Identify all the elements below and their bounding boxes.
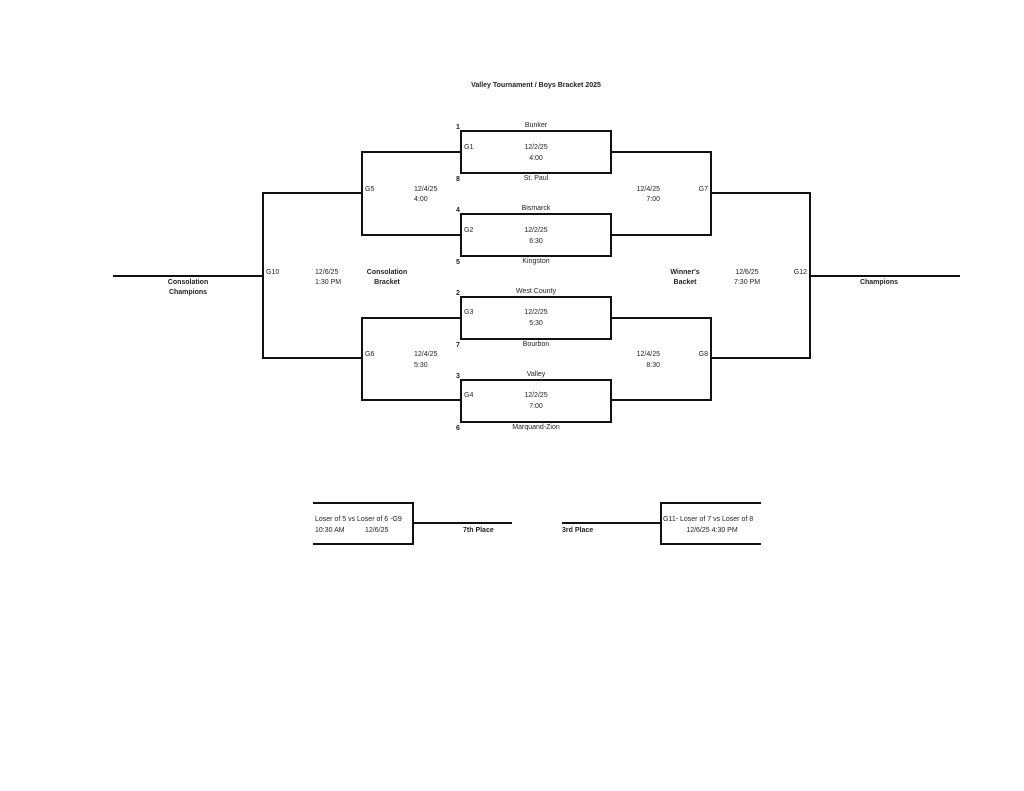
connector-g7 <box>611 151 712 236</box>
game-label-g2: G2 <box>464 227 474 234</box>
game-date-g7: 12/4/25 <box>636 186 660 193</box>
team-name: Marquand-Zion <box>512 424 560 431</box>
game-label-g8: G8 <box>698 351 708 358</box>
seed-number: 3 <box>456 373 460 380</box>
seventh-place-time: 10:30 AM <box>315 527 345 534</box>
third-place-matchup: G11- Loser of 7 vs Loser of 8 <box>663 516 754 523</box>
connector-g6 <box>361 317 461 401</box>
game-date-g5: 12/4/25 <box>414 186 438 193</box>
team-name: Kingston <box>522 258 550 265</box>
game-box-g3 <box>460 296 612 340</box>
game-label-g1: G1 <box>464 144 474 151</box>
team-name: Bismarck <box>521 205 551 212</box>
game-time-g12: 7:30 PM <box>733 279 761 286</box>
consolation-champions-label: Consolation <box>167 279 209 286</box>
third-place-label: 3rd Place <box>562 527 594 534</box>
game-time-g1: 4:00 <box>529 155 543 162</box>
game-time-g10: 1:30 PM <box>315 279 342 286</box>
seventh-place-date: 12/6/25 <box>365 527 389 534</box>
game-date-g1: 12/2/25 <box>524 144 548 151</box>
seed-number: 7 <box>456 342 460 349</box>
seed-number: 2 <box>456 290 460 297</box>
page-title: Valley Tournament / Boys Bracket 2025 <box>471 82 601 89</box>
seed-number: 6 <box>456 425 460 432</box>
game-time-g3: 5:30 <box>529 320 543 327</box>
team-name: St. Paul <box>523 175 549 182</box>
game-time-g5: 4:00 <box>414 196 428 203</box>
consolation-champions-label: Champions <box>168 289 208 296</box>
game-date-g12: 12/6/25 <box>735 269 759 276</box>
winners-bracket-label: Backet <box>673 279 697 286</box>
game-label-g7: G7 <box>698 186 708 193</box>
game-label-g12: G12 <box>793 269 807 276</box>
consolation-bracket-label: Bracket <box>374 279 400 286</box>
game-label-g5: G5 <box>365 186 375 193</box>
champions-label: Champions <box>859 279 899 286</box>
game-time-g8: 8:30 <box>646 362 660 369</box>
seventh-place-label: 7th Place <box>463 527 494 534</box>
seed-number: 1 <box>456 124 460 131</box>
game-label-g4: G4 <box>464 392 474 399</box>
game-date-g3: 12/2/25 <box>524 309 548 316</box>
game-box-g4 <box>460 379 612 423</box>
team-name: Bunker <box>524 122 548 129</box>
game-time-g6: 5:30 <box>414 362 428 369</box>
game-box-g1 <box>460 130 612 174</box>
game-date-g10: 12/6/25 <box>315 269 339 276</box>
game-label-g3: G3 <box>464 309 474 316</box>
team-name: Bourbon <box>522 341 550 348</box>
game-time-g4: 7:00 <box>529 403 543 410</box>
team-name: Valley <box>526 371 546 378</box>
game-box-g2 <box>460 213 612 257</box>
consolation-bracket-label: Consolation <box>366 269 408 276</box>
connector-g8 <box>611 317 712 401</box>
game-date-g2: 12/2/25 <box>524 227 548 234</box>
connector-g5 <box>361 151 461 236</box>
seed-number: 4 <box>456 207 460 214</box>
game-label-g10: G10 <box>266 269 280 276</box>
game-date-g4: 12/2/25 <box>524 392 548 399</box>
team-name: West County <box>516 288 556 295</box>
seventh-place-matchup: Loser of 5 vs Loser of 6 -G9 <box>315 516 402 523</box>
third-place-datetime: 12/6/25 4:30 PM <box>686 527 738 534</box>
winners-bracket-label: Winner's <box>670 269 700 276</box>
game-date-g6: 12/4/25 <box>414 351 438 358</box>
game-date-g8: 12/4/25 <box>636 351 660 358</box>
game-label-g6: G6 <box>365 351 375 358</box>
seed-number: 5 <box>456 259 460 266</box>
game-time-g7: 7:00 <box>646 196 660 203</box>
game-time-g2: 6:30 <box>529 238 543 245</box>
seed-number: 8 <box>456 176 460 183</box>
